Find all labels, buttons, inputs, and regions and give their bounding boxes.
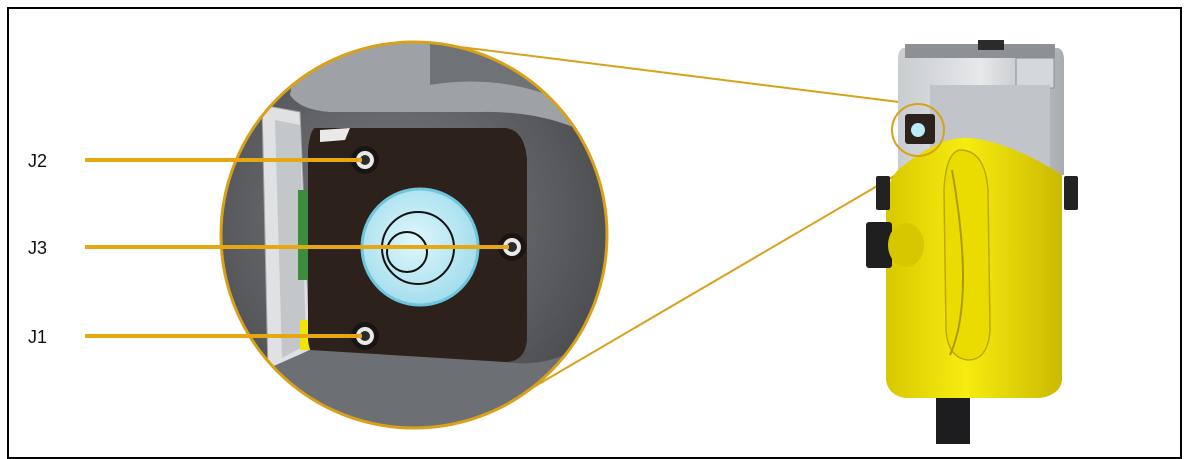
label-j1: J1 <box>28 328 47 346</box>
instrument <box>866 40 1078 444</box>
label-j2: J2 <box>28 152 47 170</box>
label-j3: J3 <box>28 239 47 257</box>
